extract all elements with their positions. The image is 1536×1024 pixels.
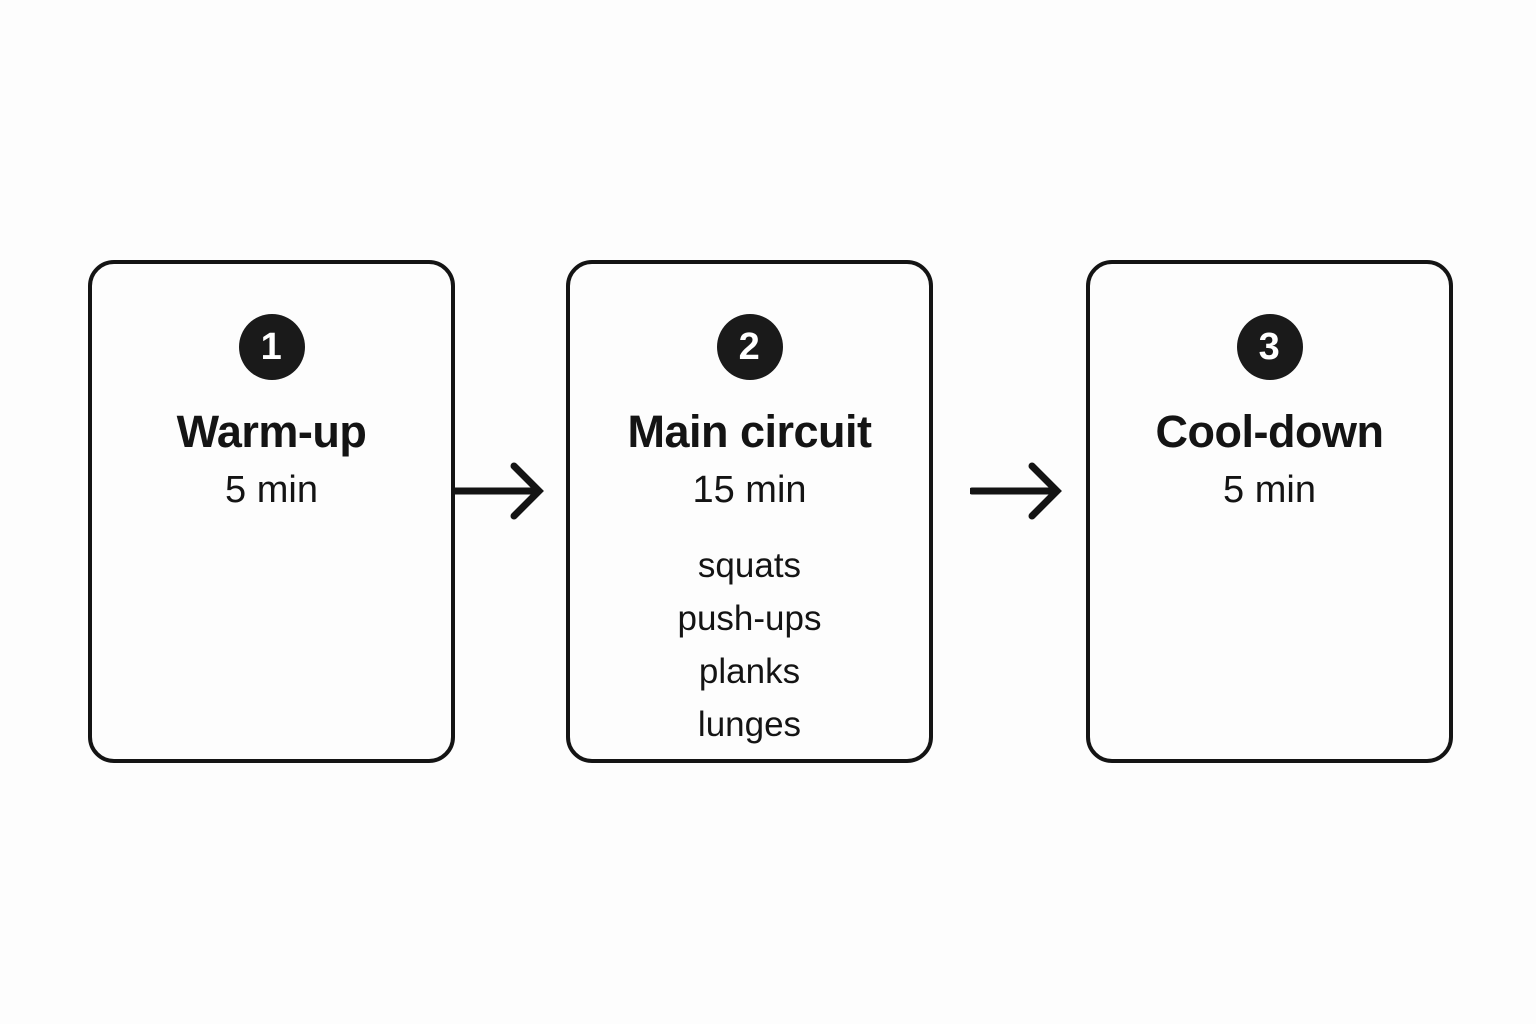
arrow-right-icon [970,462,1062,520]
step-number-badge-1: 1 [238,314,305,380]
step-card-1[interactable]: 1 Warm-up 5 min [88,260,455,763]
step-number-badge-3: 3 [1236,314,1303,380]
step-title-3: Cool-down [1155,406,1384,457]
step-number-badge-2: 2 [716,314,783,380]
step-duration-2: 15 min [692,469,807,512]
step-card-2[interactable]: 2 Main circuit 15 min squats push-ups pl… [566,260,933,763]
step-card-3[interactable]: 3 Cool-down 5 min [1086,260,1453,763]
list-item: lunges [697,705,802,745]
step-duration-3: 5 min [1223,469,1316,512]
list-item: push-ups [677,599,822,639]
list-item: planks [698,652,801,692]
step-title-1: Warm-up [176,406,367,457]
list-item: squats [697,546,802,586]
step-exercise-list: squats push-ups planks lunges [678,539,822,751]
arrow-right-icon [452,462,544,520]
step-title-2: Main circuit [627,406,872,457]
step-duration-1: 5 min [225,469,318,512]
